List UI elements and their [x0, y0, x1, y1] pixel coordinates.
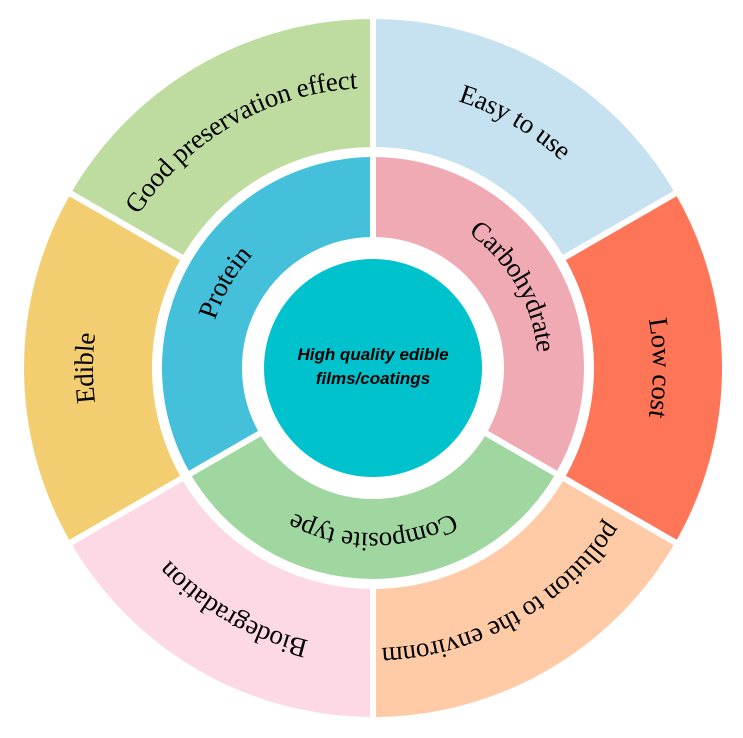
inner-segment-2 — [183, 427, 563, 585]
inner-segment-1 — [370, 150, 590, 480]
center-title-line1: High quality edible — [297, 345, 448, 364]
center-title-line2: films/coatings — [316, 369, 430, 388]
center-circle — [254, 249, 492, 487]
outer-label-5: Edible — [69, 331, 101, 405]
center-hub: High quality edible films/coatings — [254, 249, 492, 487]
inner-segment-3 — [156, 150, 376, 480]
outer-label-2: Low cost — [643, 316, 677, 421]
